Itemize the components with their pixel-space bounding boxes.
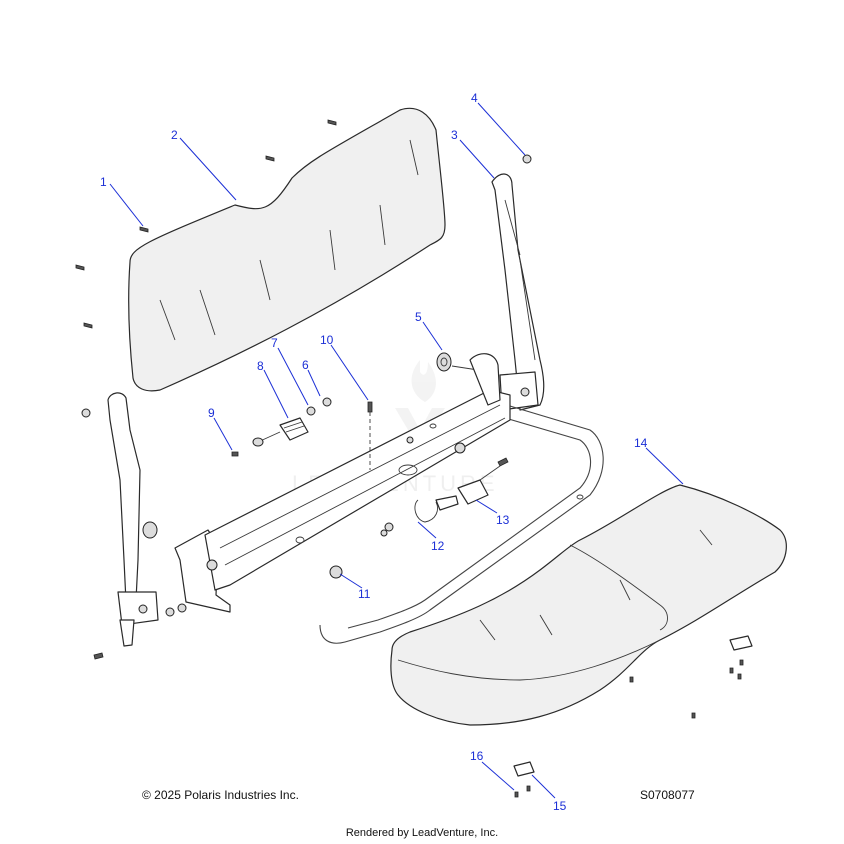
belt-nut-4 (522, 154, 532, 164)
buckle-assembly-left[interactable] (231, 397, 332, 457)
seat-back[interactable] (128, 107, 446, 392)
seat-frame (174, 353, 604, 644)
leader-lines (109, 102, 684, 799)
copyright-text: © 2025 Polaris Industries Inc. (142, 788, 299, 802)
callout-16: 16 (470, 749, 484, 763)
rendered-by-text: Rendered by LeadVenture, Inc. (345, 827, 499, 839)
seat-belt-left[interactable] (107, 392, 187, 647)
callout-6: 6 (302, 358, 309, 372)
callout-7: 7 (271, 336, 278, 350)
seat-back-bolts (75, 119, 337, 329)
callout-labels: 1 2 3 4 5 6 7 8 9 10 11 12 13 14 15 16 (100, 91, 648, 813)
left-belt-nut (81, 408, 91, 418)
left-belt-bolt (93, 652, 104, 660)
callout-8: 8 (257, 359, 264, 373)
center-hardware (329, 401, 394, 579)
callout-14: 14 (634, 436, 648, 450)
callout-15: 15 (553, 799, 567, 813)
callout-9: 9 (208, 406, 215, 420)
callout-1: 1 (100, 175, 107, 189)
buckle-assembly-right[interactable] (414, 457, 509, 523)
seat-bottom[interactable] (390, 484, 787, 726)
seat-belt-right[interactable] (491, 173, 545, 411)
callout-3: 3 (451, 128, 458, 142)
drawing-number: S0708077 (640, 788, 695, 802)
callout-2: 2 (171, 128, 178, 142)
seat-bottom-hardware (513, 635, 753, 798)
callout-11: 11 (358, 587, 371, 601)
callout-13: 13 (496, 513, 510, 527)
callout-5: 5 (415, 310, 422, 324)
callout-10: 10 (320, 333, 334, 347)
callout-12: 12 (431, 539, 445, 553)
left-grommet (142, 521, 158, 539)
callout-4: 4 (471, 91, 478, 105)
